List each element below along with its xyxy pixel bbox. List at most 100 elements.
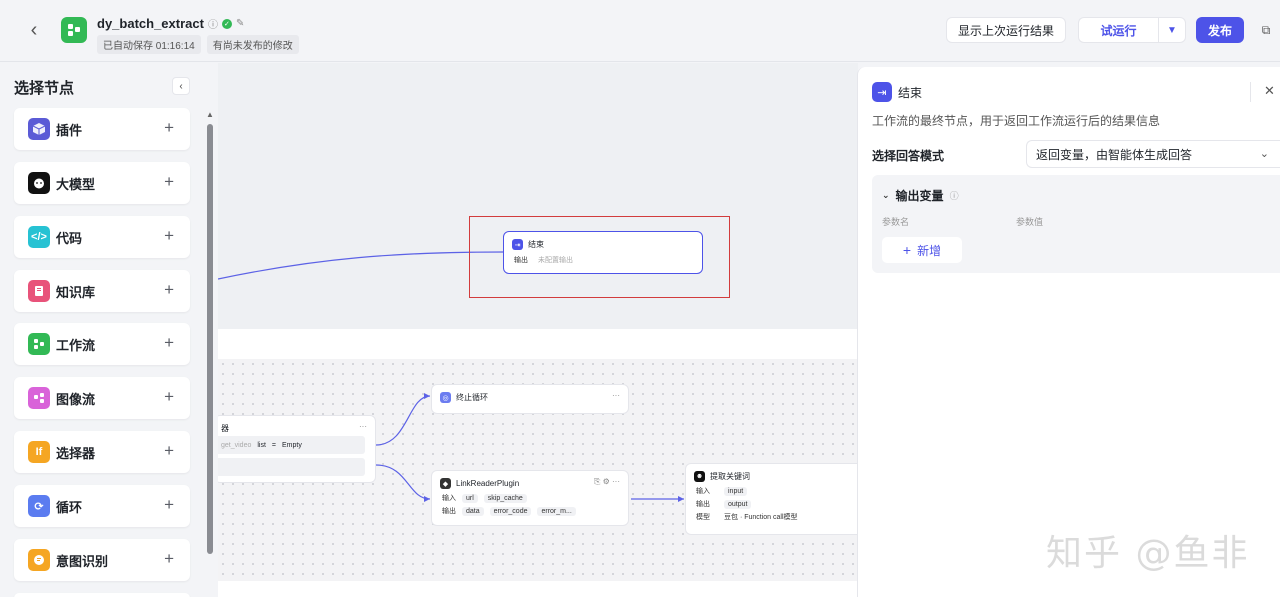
publish-button[interactable]: 发布 (1196, 17, 1244, 43)
output-label: 输出 (442, 508, 456, 515)
plus-icon[interactable]: + (164, 495, 174, 514)
llm-face-icon (28, 172, 50, 194)
link-reader-node[interactable]: ◆LinkReaderPlugin ⎘ ⚙ ··· 输入 url skip_ca… (431, 470, 629, 526)
plus-icon[interactable]: + (164, 226, 174, 245)
trial-run-button[interactable]: 试运行 (1078, 17, 1158, 43)
node-item-workflow[interactable]: 工作流 + (14, 323, 190, 365)
node-item-label: 知识库 (56, 284, 96, 300)
node-item-selector[interactable]: If 选择器 + (14, 431, 190, 473)
condition-row[interactable]: get_video list = Empty (218, 436, 365, 454)
node-item-llm[interactable]: 大模型 + (14, 162, 190, 204)
node-item-label: 选择器 (56, 445, 96, 461)
section-title: 输出变量 (895, 189, 944, 203)
else-row[interactable] (218, 458, 365, 476)
edit-icon[interactable]: ✎ (235, 18, 245, 29)
condition-sub: list (257, 441, 266, 449)
output-chip: error_code (489, 506, 532, 516)
panel-description: 工作流的最终节点，用于返回工作流运行后的结果信息 (872, 114, 1161, 128)
code-icon: </> (28, 226, 50, 248)
param-value-header: 参数值 (1016, 217, 1044, 227)
condition-node[interactable]: 器 ··· get_video list = Empty (218, 415, 376, 483)
model-label: 模型 (696, 514, 710, 521)
status-tags: 已自动保存 01:16:14 有尚未发布的修改 (97, 35, 299, 54)
scroll-up-icon[interactable]: ▲ (206, 110, 214, 119)
scroll-thumb[interactable] (207, 124, 213, 554)
answer-mode-select[interactable]: 返回变量，由智能体生成回答 ⌄ (1026, 140, 1280, 168)
node-item-image-flow[interactable]: 图像流 + (14, 377, 190, 419)
input-chip: skip_cache (483, 493, 527, 503)
node-item-partial[interactable] (14, 593, 190, 597)
trial-run-dropdown-icon[interactable]: ▼ (1158, 17, 1186, 43)
output-value: 未配置输出 (538, 257, 573, 264)
intent-icon (28, 549, 50, 571)
output-variables-header[interactable]: ⌄ 输出变量 ⓘ (882, 187, 959, 204)
condition-value: Empty (282, 441, 302, 449)
chevron-down-icon[interactable]: ⌄ (882, 190, 890, 200)
condition-op: = (271, 441, 277, 449)
node-item-label: 工作流 (56, 337, 96, 353)
node-item-label: 图像流 (56, 391, 96, 407)
node-item-code[interactable]: </> 代码 + (14, 216, 190, 258)
condition-var: get_video (221, 441, 252, 449)
divider (1250, 82, 1251, 102)
image-flow-icon (28, 387, 50, 409)
output-chip: output (724, 499, 752, 509)
plus-icon[interactable]: + (164, 549, 174, 568)
stop-loop-title: 终止循环 (456, 393, 488, 402)
watermark: 知乎 @鱼非 (1046, 533, 1250, 574)
node-item-label: 插件 (56, 122, 83, 138)
link-reader-title: LinkReaderPlugin (456, 479, 520, 488)
top-bar: ‹ dy_batch_extract ⓘ ✓ ✎ 已自动保存 01:16:14 … (0, 0, 1280, 62)
selector-icon: If (28, 441, 50, 463)
more-icon[interactable]: ⎘ ⚙ ··· (593, 477, 620, 486)
workflow-app-icon (61, 17, 87, 43)
sidebar-scrollbar[interactable]: ▲ (206, 110, 214, 597)
collapse-icon[interactable]: ‹ (172, 77, 190, 95)
connection-lines (218, 251, 684, 502)
cube-icon (28, 118, 50, 140)
workflow-icon (28, 333, 50, 355)
highlight-box (469, 216, 730, 298)
info-icon[interactable]: ⓘ (949, 191, 959, 201)
extract-title: 提取关键词 (710, 472, 750, 481)
model-value: 豆包 · Function call模型 (724, 514, 798, 521)
more-icon[interactable]: ··· (612, 391, 620, 400)
workflow-canvas[interactable]: ⇥结束 输出未配置输出 ◎终止循环 ··· 器 ··· get_video li… (218, 63, 858, 597)
end-icon: ⇥ (872, 82, 892, 102)
copy-icon[interactable]: ⧉ (1261, 22, 1271, 37)
info-icon[interactable]: ⓘ (207, 20, 218, 31)
plus-icon[interactable]: + (164, 172, 174, 191)
add-variable-button[interactable]: + 新增 (882, 237, 962, 263)
close-icon[interactable]: ✕ (1264, 83, 1275, 98)
answer-mode-value: 返回变量，由智能体生成回答 (1036, 147, 1193, 162)
node-item-intent[interactable]: 意图识别 + (14, 539, 190, 581)
book-icon (28, 280, 50, 302)
show-last-result-button[interactable]: 显示上次运行结果 (946, 17, 1066, 43)
plus-icon: + (902, 242, 912, 258)
node-item-loop[interactable]: ⟳ 循环 + (14, 485, 190, 527)
plus-icon[interactable]: + (164, 387, 174, 406)
plus-icon[interactable]: + (164, 441, 174, 460)
node-item-knowledge[interactable]: 知识库 + (14, 270, 190, 312)
output-label: 输出 (696, 501, 710, 508)
panel-node-title: 结束 (898, 86, 923, 100)
answer-mode-label: 选择回答模式 (872, 149, 945, 163)
node-settings-panel: ⇥ 结束 ✕ 工作流的最终节点，用于返回工作流运行后的结果信息 选择回答模式 返… (857, 67, 1280, 597)
plus-icon[interactable]: + (164, 118, 174, 137)
back-arrow-icon[interactable]: ‹ (30, 18, 38, 41)
end-node[interactable]: ⇥结束 输出未配置输出 (503, 231, 703, 274)
plus-icon[interactable]: + (164, 280, 174, 299)
workflow-name: dy_batch_extract (97, 16, 204, 31)
node-picker-panel: 选择节点 ‹ 插件 + 大模型 + </> 代码 + 知识库 + 工作流 + (0, 63, 204, 597)
plugin-icon: ◆ (440, 478, 451, 489)
more-icon[interactable]: ··· (359, 422, 367, 431)
end-icon: ⇥ (512, 239, 523, 250)
plus-icon[interactable]: + (164, 333, 174, 352)
node-item-label: 循环 (56, 499, 83, 515)
input-chip: input (724, 486, 748, 496)
node-item-plugin[interactable]: 插件 + (14, 108, 190, 150)
condition-title: 器 (221, 424, 229, 433)
chevron-down-icon: ⌄ (1259, 148, 1269, 160)
stop-loop-node[interactable]: ◎终止循环 ··· (431, 384, 629, 414)
